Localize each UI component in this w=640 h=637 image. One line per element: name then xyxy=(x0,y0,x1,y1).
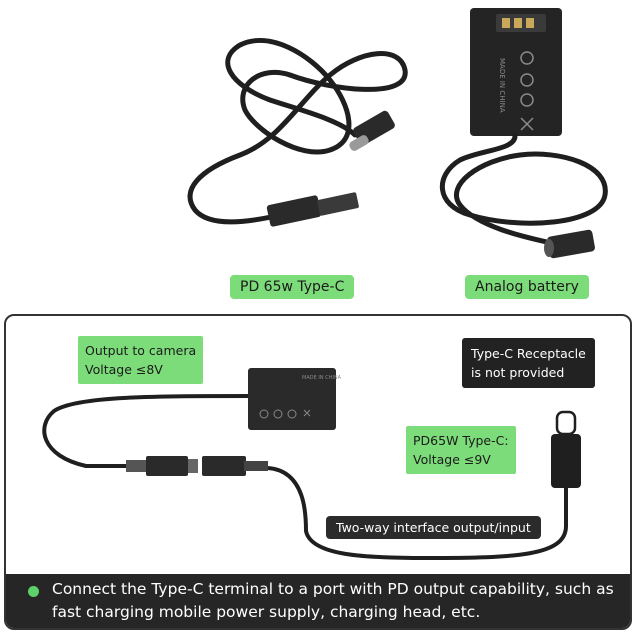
connection-diagram-panel: MADE IN CHINA Output to camera Voltage ≤… xyxy=(4,314,632,630)
dc-plug-icon xyxy=(266,192,359,227)
dummy-battery-image: MADE IN CHINA xyxy=(470,8,562,136)
receptacle-note-line2: is not provided xyxy=(471,365,565,380)
analog-battery-label: Analog battery xyxy=(465,275,589,299)
bullet-icon xyxy=(28,586,39,597)
pd-cable-label: PD 65w Type-C xyxy=(230,275,355,299)
footer-note: Connect the Type-C terminal to a port wi… xyxy=(6,574,630,628)
product-illustration: MADE IN CHINA xyxy=(187,8,608,259)
diagram-dc-connector-icon xyxy=(126,456,268,476)
diagram-battery-icon: MADE IN CHINA xyxy=(248,368,342,430)
footer-text: Connect the Type-C terminal to a port wi… xyxy=(52,580,614,621)
interface-label: Two-way interface output/input xyxy=(326,516,541,539)
battery-cable-image xyxy=(440,133,608,248)
pd-note-line1: PD65W Type-C: xyxy=(413,433,509,448)
receptacle-note-line1: Type-C Receptacle xyxy=(471,346,586,361)
receptacle-note: Type-C Receptacle is not provided xyxy=(462,338,595,388)
usb-c-plug-icon xyxy=(349,110,395,151)
pd-voltage-note: PD65W Type-C: Voltage ≤9V xyxy=(406,426,516,474)
battery-made-in-text: MADE IN CHINA xyxy=(498,58,506,113)
diagram-cable-2 xyxy=(267,466,568,561)
diagram-usb-c-plug-icon xyxy=(551,410,581,488)
diagram-drawing: MADE IN CHINA xyxy=(42,368,581,561)
dc-socket-icon xyxy=(544,229,595,259)
pd-note-line2: Voltage ≤9V xyxy=(413,452,491,467)
output-note-line2: Voltage ≤8V xyxy=(85,362,163,377)
diagram-cable xyxy=(42,394,255,468)
svg-text:MADE IN CHINA: MADE IN CHINA xyxy=(302,375,342,381)
output-voltage-note: Output to camera Voltage ≤8V xyxy=(78,336,204,384)
output-note-line1: Output to camera xyxy=(85,343,197,358)
